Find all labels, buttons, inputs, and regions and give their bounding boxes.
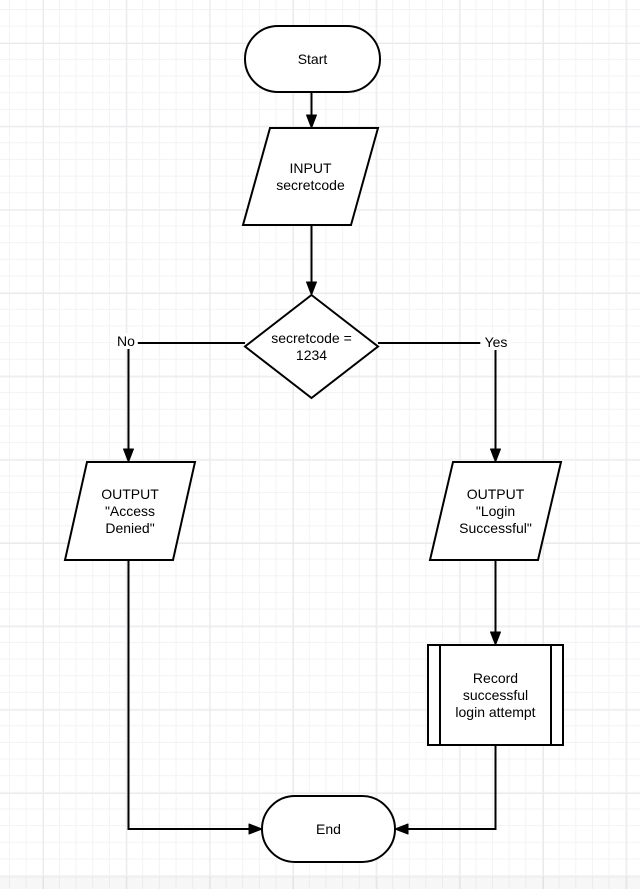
edge-record-to-end[interactable] — [394, 745, 497, 835]
arrow-head-icon — [248, 823, 263, 835]
terminator-shape — [261, 795, 396, 863]
io-parallelogram-shape — [241, 127, 380, 226]
connector-line — [127, 560, 252, 830]
arrow-head-icon — [490, 448, 501, 463]
edge-success-to-record[interactable] — [490, 560, 501, 646]
edge-decision-no[interactable]: No — [114, 333, 245, 463]
edge-input-to-decision[interactable] — [306, 225, 317, 296]
node-label: secretcode =1234 — [271, 330, 352, 363]
edge-label-bg — [480, 334, 512, 350]
connector-line — [405, 745, 497, 830]
predefined-process-shape — [427, 644, 564, 746]
connector-line — [127, 342, 245, 452]
connector-line — [378, 342, 497, 452]
edge-denied-to-end[interactable] — [127, 560, 263, 835]
arrow-head-icon — [306, 281, 317, 296]
node-end[interactable]: End — [261, 795, 396, 863]
edge-label-yes: Yes — [485, 334, 508, 350]
decision-diamond-shape — [243, 293, 380, 400]
node-decision-secretcode[interactable]: secretcode =1234 — [243, 293, 380, 400]
edge-start-to-input[interactable] — [306, 92, 317, 129]
node-label: Start — [298, 51, 328, 67]
node-label: End — [316, 821, 341, 837]
edge-label-bg — [114, 333, 138, 349]
io-parallelogram-shape — [63, 461, 197, 561]
arrow-head-icon — [394, 823, 409, 835]
edge-label-no: No — [117, 333, 135, 349]
io-parallelogram-shape — [428, 461, 563, 561]
node-start[interactable]: Start — [244, 25, 381, 93]
arrow-head-icon — [123, 448, 134, 463]
arrow-head-icon — [490, 631, 501, 646]
edge-decision-yes[interactable]: Yes — [378, 334, 512, 463]
terminator-shape — [244, 25, 381, 93]
arrow-head-icon — [306, 114, 317, 129]
